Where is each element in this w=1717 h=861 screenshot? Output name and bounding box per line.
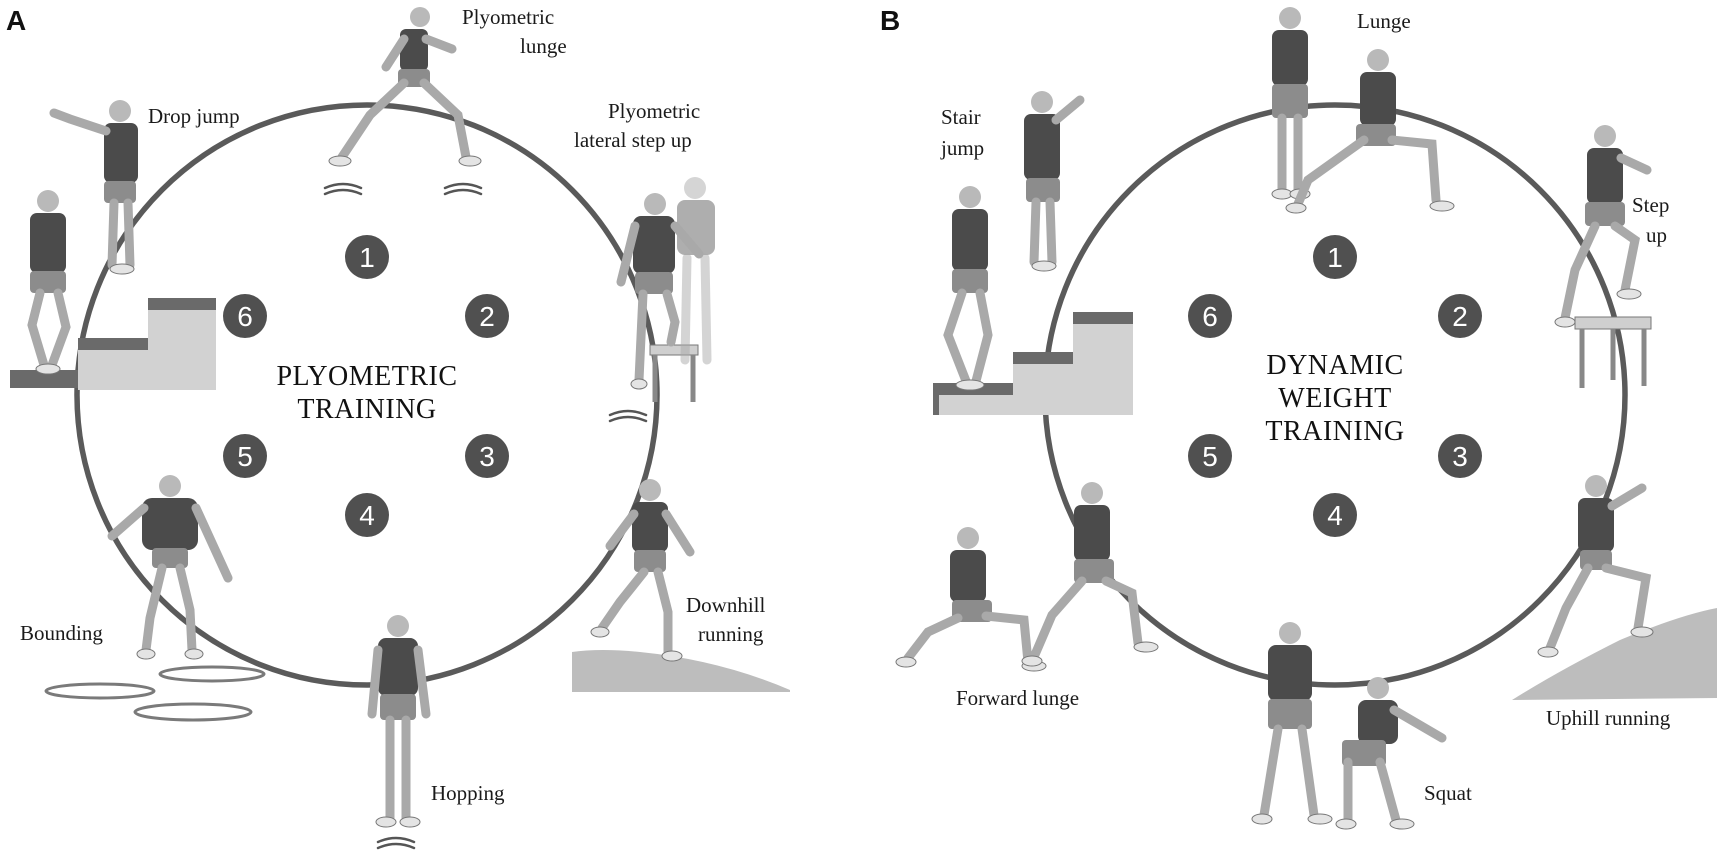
athlete-figure-icon (1021, 482, 1159, 667)
label-lateral-step-1: Plyometric (608, 99, 700, 123)
athlete-figure-icon (1285, 49, 1455, 214)
panel-b-title-line-1: DYNAMIC (1266, 350, 1403, 381)
stairs-icon (10, 298, 216, 390)
athlete-figure-icon (943, 186, 993, 391)
motion-lines-icon (376, 836, 416, 850)
label-squat: Squat (1424, 781, 1472, 805)
label-step-up-1: Step (1632, 193, 1669, 217)
label-lunge: Lunge (1357, 9, 1411, 33)
panel-b: B 1 2 3 4 5 6 DYNAMIC WEIGHT TRAINING Lu… (880, 5, 1717, 830)
label-plyometric-lunge-2: lunge (520, 34, 567, 58)
panel-b-badge-2-label: 2 (1452, 301, 1468, 332)
hoop-icon (44, 665, 266, 722)
panel-a-badge-6: 6 (223, 294, 267, 338)
panel-a-badge-1-label: 1 (359, 242, 375, 273)
panel-b-title-line-3: TRAINING (1265, 416, 1404, 447)
step-box-icon (649, 344, 699, 402)
hill-icon (1512, 608, 1717, 700)
label-downhill-2: running (698, 622, 764, 646)
label-uphill-running: Uphill running (1546, 706, 1671, 730)
athlete-figure-icon (107, 475, 233, 660)
panel-b-title-line-2: WEIGHT (1278, 383, 1391, 414)
panel-a-title-line-2: TRAINING (297, 394, 436, 425)
athlete-figure-icon (677, 177, 715, 365)
panel-b-badge-1-label: 1 (1327, 242, 1343, 273)
label-drop-jump: Drop jump (148, 104, 240, 128)
panel-b-badge-1: 1 (1313, 235, 1357, 279)
panel-b-badge-2: 2 (1438, 294, 1482, 338)
panel-b-badge-5: 5 (1188, 434, 1232, 478)
panel-a: A 1 2 3 4 5 6 PLYOMETRIC TRAINING Plyome… (6, 5, 790, 850)
athlete-figure-icon (49, 100, 138, 275)
athlete-figure-icon (27, 190, 71, 375)
label-step-up-2: up (1646, 223, 1667, 247)
panel-b-badge-6: 6 (1188, 294, 1232, 338)
panel-a-badge-5-label: 5 (237, 441, 253, 472)
panel-b-letter: B (880, 5, 900, 36)
panel-a-badge-2: 2 (465, 294, 509, 338)
label-plyometric-lunge-1: Plyometric (462, 5, 554, 29)
label-stair-jump-1: Stair (941, 105, 981, 129)
athlete-figure-icon (895, 527, 1047, 672)
panel-b-badge-4: 4 (1313, 493, 1357, 537)
panel-a-title-line-1: PLYOMETRIC (276, 361, 457, 392)
panel-b-badge-6-label: 6 (1202, 301, 1218, 332)
panel-a-step-badges: 1 2 3 4 5 6 (223, 235, 509, 537)
panel-b-badge-3-label: 3 (1452, 441, 1468, 472)
panel-a-badge-2-label: 2 (479, 301, 495, 332)
label-bounding: Bounding (20, 621, 103, 645)
motion-lines-icon (608, 409, 648, 423)
panel-a-badge-5: 5 (223, 434, 267, 478)
panel-b-badge-5-label: 5 (1202, 441, 1218, 472)
panel-a-badge-4-label: 4 (359, 500, 375, 531)
panel-a-letter: A (6, 5, 26, 36)
hill-icon (572, 650, 790, 692)
athlete-figure-icon (1537, 475, 1654, 658)
athlete-figure-icon (328, 7, 482, 167)
athlete-figure-icon (1335, 677, 1447, 830)
athlete-figure-icon (590, 479, 695, 662)
panel-a-badge-1: 1 (345, 235, 389, 279)
panel-b-badge-4-label: 4 (1327, 500, 1343, 531)
athlete-figure-icon (367, 615, 431, 828)
label-forward-lunge: Forward lunge (956, 686, 1079, 710)
label-hopping: Hopping (431, 781, 505, 805)
label-downhill-1: Downhill (686, 593, 766, 617)
panel-a-badge-3: 3 (465, 434, 509, 478)
panel-b-badge-3: 3 (1438, 434, 1482, 478)
label-lateral-step-2: lateral step up (574, 128, 692, 152)
athlete-figure-icon (1024, 91, 1085, 272)
motion-lines-icon (323, 182, 483, 196)
athlete-figure-icon (1271, 7, 1311, 200)
athlete-figure-icon (616, 193, 704, 390)
panel-a-badge-6-label: 6 (237, 301, 253, 332)
label-stair-jump-2: jump (940, 136, 984, 160)
athlete-figure-icon (1554, 125, 1652, 328)
step-box-icon (1574, 316, 1652, 388)
athlete-figure-icon (1251, 622, 1333, 825)
stairs-icon (933, 312, 1133, 415)
panel-a-badge-3-label: 3 (479, 441, 495, 472)
panel-b-step-badges: 1 2 3 4 5 6 (1188, 235, 1482, 537)
panel-a-badge-4: 4 (345, 493, 389, 537)
